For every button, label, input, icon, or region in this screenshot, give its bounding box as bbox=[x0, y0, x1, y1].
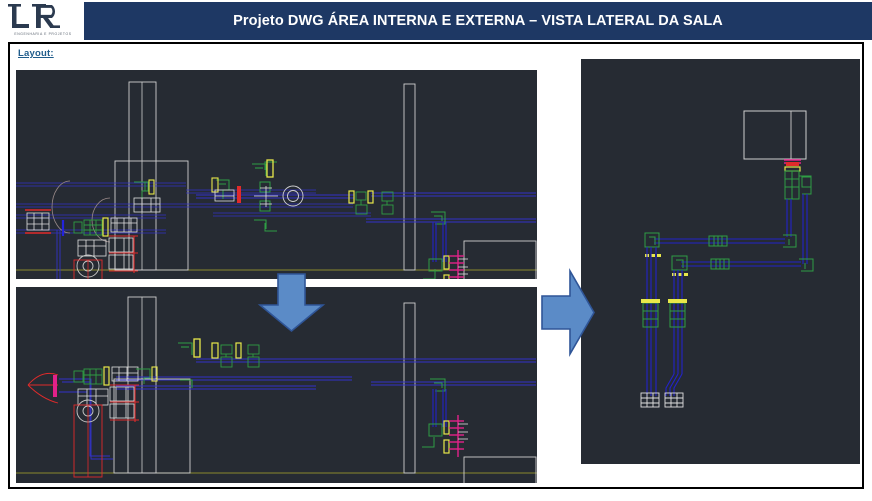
title-band: Projeto DWG ÁREA INTERNA E EXTERNA – VIS… bbox=[84, 2, 872, 40]
logo-subtext: ENGENHARIA E PROJETOS bbox=[14, 32, 72, 36]
cad-drawing-detail-superior bbox=[581, 59, 860, 464]
cad-panel-detail-superior[interactable]: IMAGEM SUPERIOR DETALAHADA bbox=[581, 59, 860, 464]
cad-drawing-detail-lateral bbox=[16, 287, 537, 483]
cad-panel-detail-lateral[interactable]: IMAGEM LATERAL DETALAHADA bbox=[16, 287, 537, 483]
page-title: Projeto DWG ÁREA INTERNA E EXTERNA – VIS… bbox=[233, 13, 723, 29]
cad-panel-overview-lateral[interactable] bbox=[16, 70, 537, 279]
cad-drawing-overview bbox=[16, 70, 537, 279]
slide-frame: Layout: bbox=[8, 42, 864, 489]
company-logo: ENGENHARIA E PROJETOS bbox=[4, 2, 82, 40]
arrow-down-icon bbox=[257, 273, 326, 333]
header-bar: ENGENHARIA E PROJETOS Projeto DWG ÁREA I… bbox=[0, 0, 872, 41]
layout-label: Layout: bbox=[18, 48, 54, 59]
arrow-right-icon bbox=[541, 268, 595, 357]
lr-monogram-icon bbox=[8, 4, 60, 28]
